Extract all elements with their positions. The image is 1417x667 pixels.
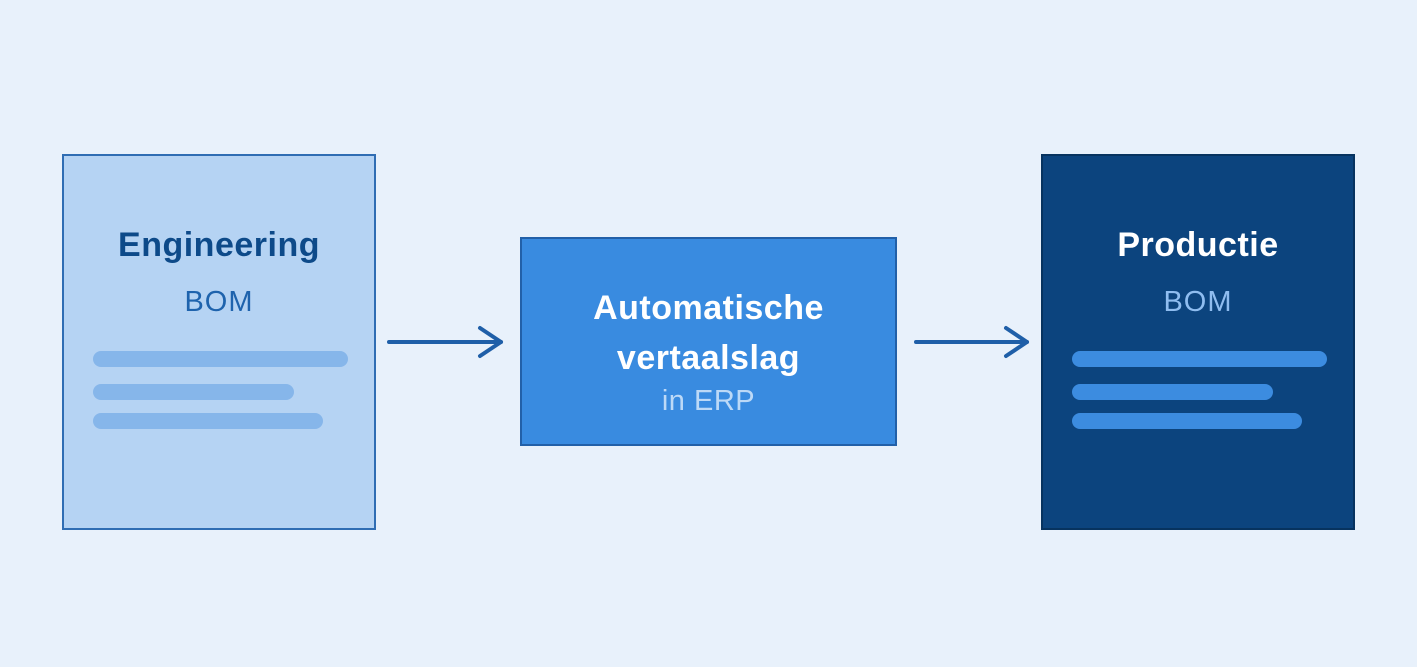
- document-line-icon: [93, 413, 323, 429]
- document-line-icon: [1072, 384, 1273, 400]
- translation-node: Automatische vertaalslag in ERP: [520, 237, 897, 446]
- translation-title: Automatische vertaalslag: [522, 283, 895, 383]
- translation-title-line-1: Automatische: [593, 289, 824, 327]
- engineering-title: Engineering: [118, 226, 320, 264]
- engineering-bom-node: Engineering BOM: [62, 154, 376, 530]
- production-bom-node: Productie BOM: [1041, 154, 1355, 530]
- document-line-icon: [1072, 413, 1302, 429]
- production-subtitle: BOM: [1163, 286, 1233, 318]
- production-title: Productie: [1117, 226, 1279, 264]
- arrow-translation-to-production: [914, 326, 1029, 358]
- document-line-icon: [1072, 351, 1327, 367]
- engineering-subtitle: BOM: [184, 286, 254, 318]
- document-line-icon: [93, 384, 294, 400]
- translation-title-line-2: vertaalslag: [616, 339, 801, 377]
- arrow-engineering-to-translation: [387, 326, 503, 358]
- translation-subtitle: in ERP: [661, 385, 756, 417]
- document-line-icon: [93, 351, 348, 367]
